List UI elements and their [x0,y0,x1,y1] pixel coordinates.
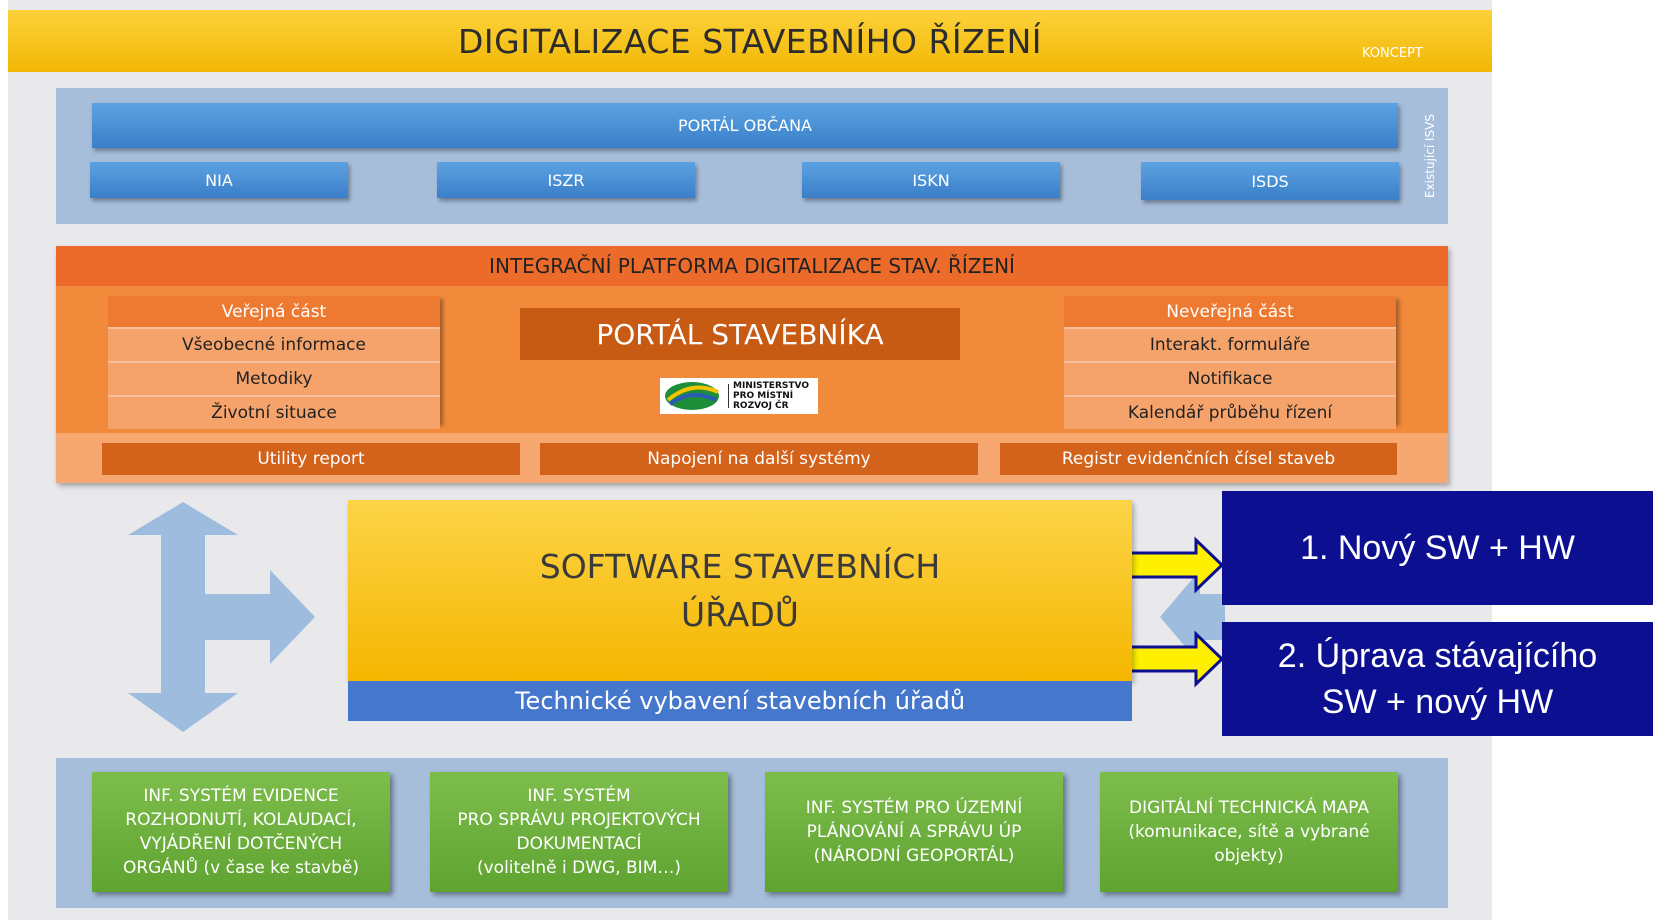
ministry-logo-icon [665,382,719,410]
system-nia[interactable]: NIA [90,162,348,198]
private-section-header: Neveřejná část [1064,296,1396,327]
right-left-arrow [1160,570,1225,664]
other-systems-button[interactable]: Napojení na další systémy [540,443,978,475]
left-right-arrow [205,570,315,664]
technical-equipment-bar: Technické vybavení stavebních úřadů [348,681,1132,721]
public-section: Veřejná část Všeobecné informace Metodik… [108,296,440,429]
public-item-life-situations[interactable]: Životní situace [108,395,440,429]
public-item-general-info[interactable]: Všeobecné informace [108,327,440,361]
building-register-button[interactable]: Registr evidenčních čísel staveb [1000,443,1397,475]
ministry-logo-text: MINISTERSTVO PRO MÍSTNÍ ROZVOJ ČR [733,381,809,411]
software-title-line1: SOFTWARE STAVEBNÍCH [539,546,941,586]
public-section-header: Veřejná část [108,296,440,327]
option-2-line2: SW + nový HW [1321,683,1554,721]
portal-obcana-button[interactable]: PORTÁL OBČANA [92,103,1398,148]
option-2-line1: 2. Úprava stávajícího [1277,637,1598,675]
option-upgrade-sw: 2. Úprava stávajícího SW + nový HW [1222,622,1653,736]
software-title-line2: ÚŘADŮ [681,594,799,634]
private-item-notifications[interactable]: Notifikace [1064,361,1396,395]
left-double-arrow [128,502,238,732]
private-section: Neveřejná část Interakt. formuláře Notif… [1064,296,1396,429]
public-item-methodology[interactable]: Metodiky [108,361,440,395]
system-planning-box[interactable]: INF. SYSTÉM PRO ÚZEMNÍ PLÁNOVÁNÍ A SPRÁV… [765,772,1063,892]
option-new-sw-hw: 1. Nový SW + HW [1222,491,1653,605]
yellow-arrow-1 [1125,536,1225,594]
integration-platform-title: INTEGRAČNÍ PLATFORMA DIGITALIZACE STAV. … [56,246,1448,286]
system-isds[interactable]: ISDS [1141,162,1399,200]
system-technical-map-box[interactable]: DIGITÁLNÍ TECHNICKÁ MAPA (komunikace, sí… [1100,772,1398,892]
concept-tag: KONCEPT [1362,46,1423,61]
system-decisions-box[interactable]: INF. SYSTÉM EVIDENCE ROZHODNUTÍ, KOLAUDA… [92,772,390,892]
ministry-logo: MINISTERSTVO PRO MÍSTNÍ ROZVOJ ČR [660,378,818,414]
yellow-arrow-2 [1125,630,1225,688]
system-project-docs-box[interactable]: INF. SYSTÉM PRO SPRÁVU PROJEKTOVÝCH DOKU… [430,772,728,892]
software-box: SOFTWARE STAVEBNÍCH ÚŘADŮ [348,500,1132,681]
private-item-forms[interactable]: Interakt. formuláře [1064,327,1396,361]
option-1-text: 1. Nový SW + HW [1300,529,1575,567]
existing-isvs-label: Existující ISVS [1423,114,1437,198]
utility-report-button[interactable]: Utility report [102,443,520,475]
portal-stavebnika-button[interactable]: PORTÁL STAVEBNÍKA [520,308,960,360]
private-item-calendar[interactable]: Kalendář průběhu řízení [1064,395,1396,429]
page-title: DIGITALIZACE STAVEBNÍHO ŘÍZENÍ [457,21,1043,61]
header-bar [8,10,1492,72]
system-iskn[interactable]: ISKN [802,162,1060,198]
logo-divider [728,384,729,408]
system-iszr[interactable]: ISZR [437,162,695,198]
